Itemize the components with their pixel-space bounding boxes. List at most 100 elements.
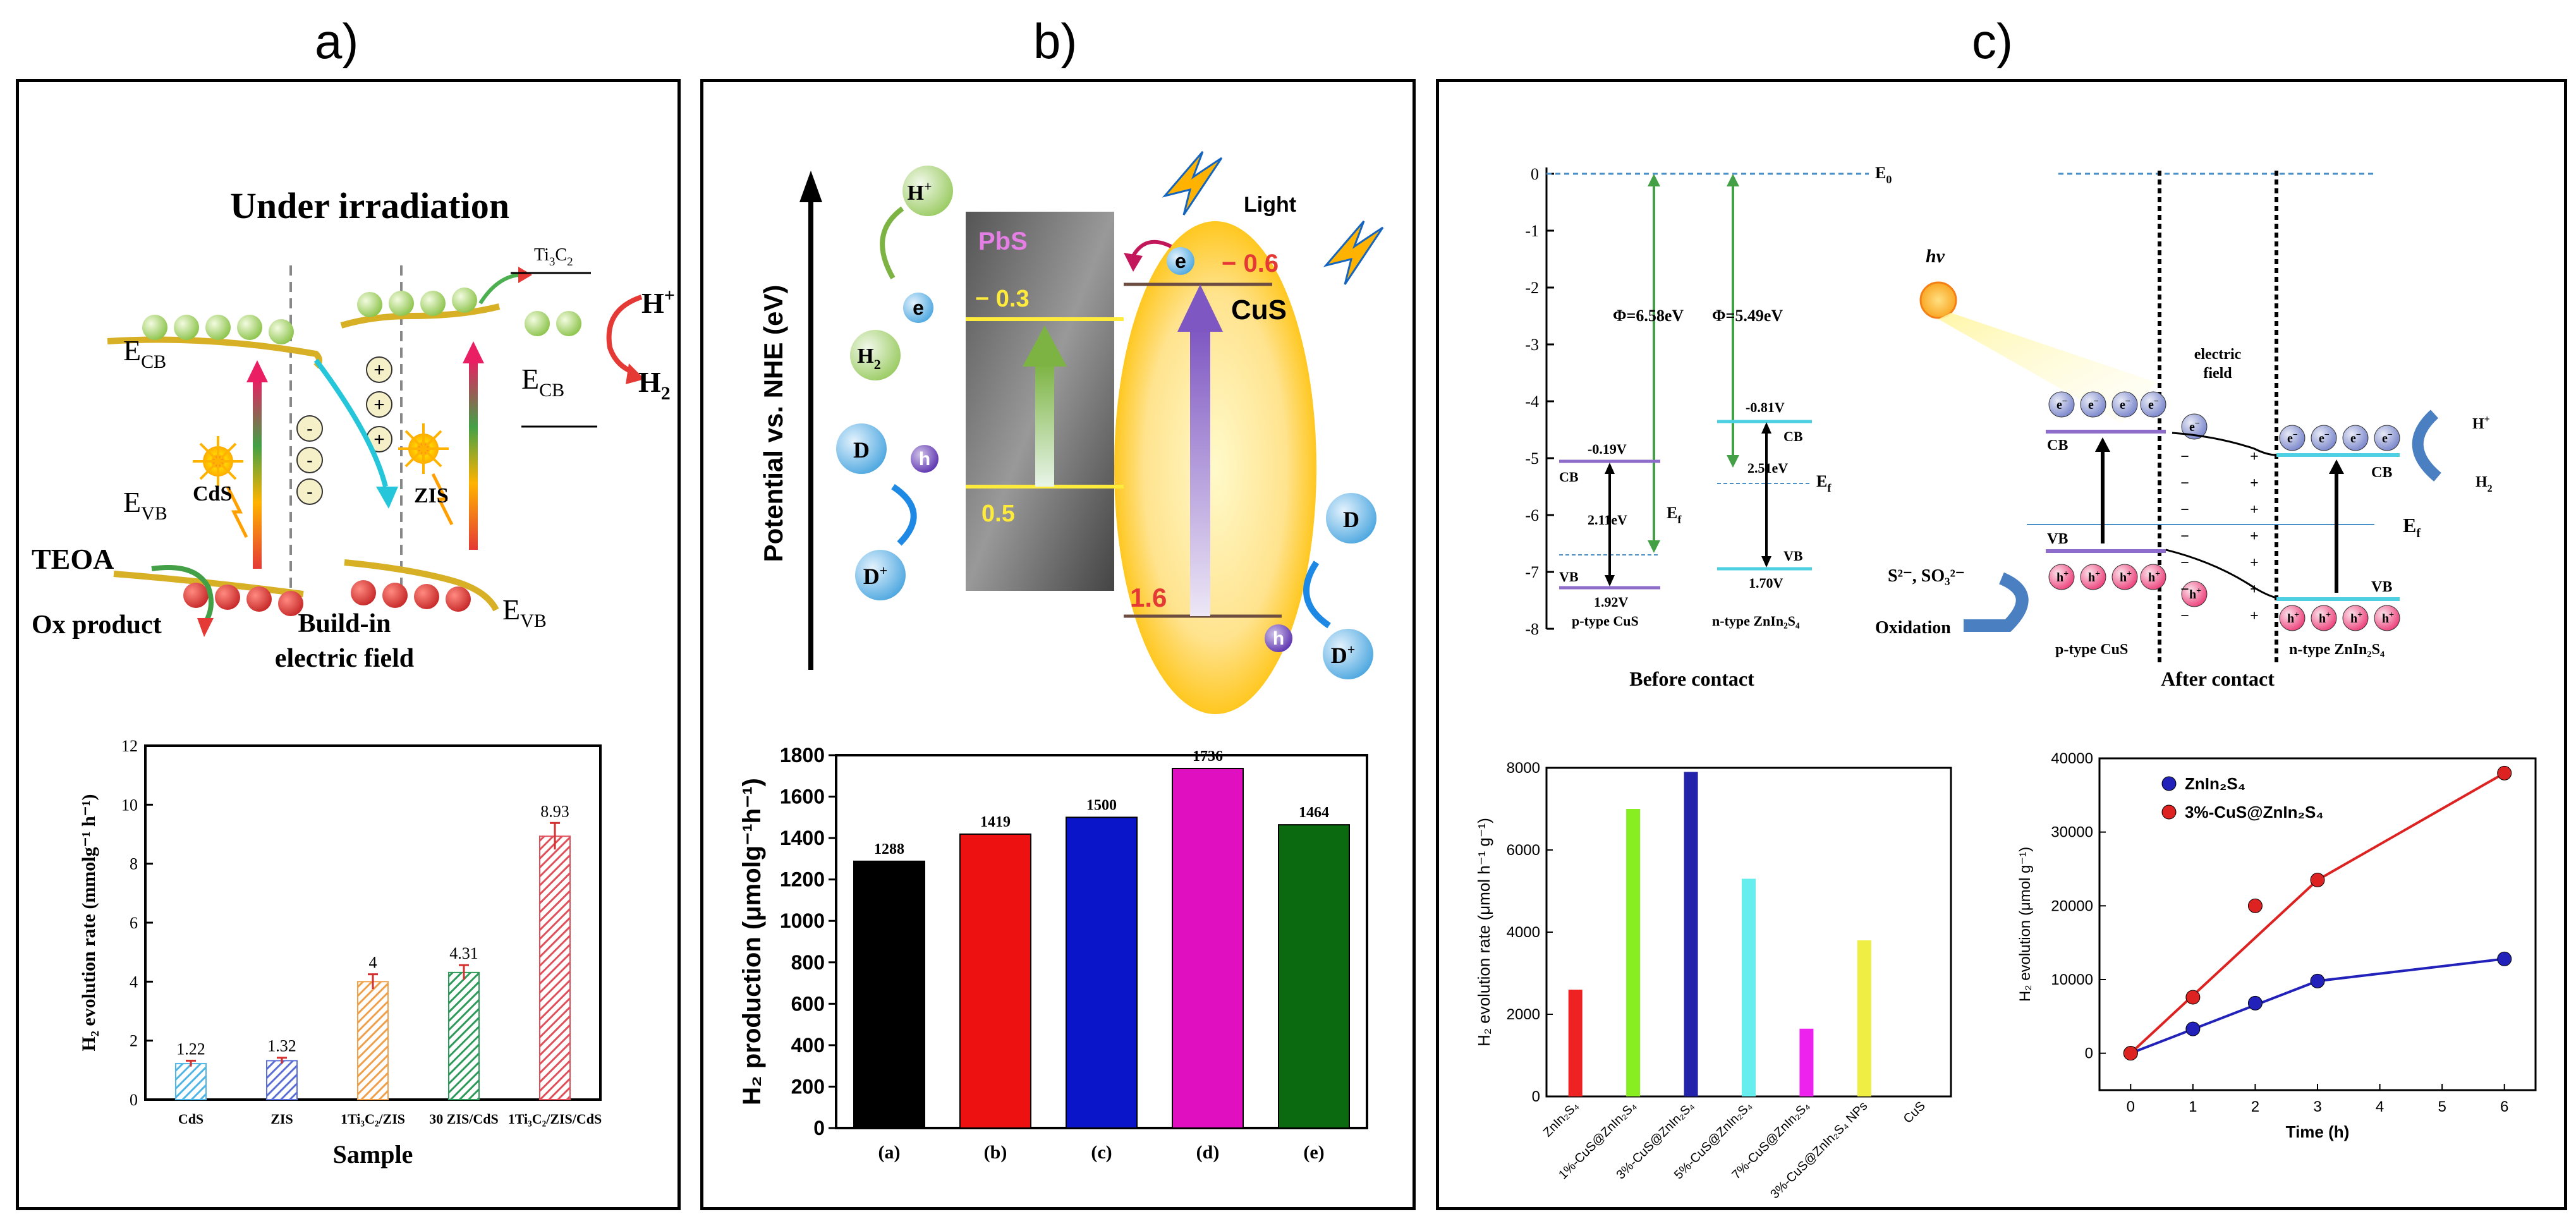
hplus-label: H+: [641, 285, 675, 319]
chart-a-ytick-label: 8: [130, 855, 138, 873]
carrier-label: e−: [2148, 397, 2159, 412]
carrier-ball: [2181, 413, 2208, 440]
chart-c1-bar: [1684, 772, 1698, 1096]
oxidation-label: Oxidation: [1875, 618, 1951, 638]
dplus-molecule-left: [855, 550, 906, 600]
svg-text:-: -: [307, 418, 313, 439]
interface-plus: +: [2250, 528, 2259, 545]
chart-b-value-label: 1419: [980, 814, 1011, 830]
carrier-ball: [2080, 391, 2106, 418]
phi-cus-label: Φ=6.58eV: [1613, 306, 1684, 325]
chart-a-value-label: 4: [369, 954, 377, 972]
chart-a-value-label: 4.31: [449, 944, 478, 962]
carrier-ball: [2181, 581, 2208, 607]
svg-text:1.92V: 1.92V: [1594, 594, 1629, 610]
chart-c1-category-label: ZnIn₂S₄: [1541, 1099, 1582, 1140]
chart-c1-ytick-label: 2000: [1507, 1006, 1540, 1023]
chart-c1-bar: [1626, 809, 1641, 1096]
chart-c2-ytick-label: 40000: [2051, 750, 2093, 767]
chart-b-category-label: (a): [878, 1142, 901, 1163]
interface-minus: −: [2180, 475, 2189, 492]
ti3c2-label: Ti3C2: [534, 245, 573, 269]
cds-label: CdS: [193, 482, 232, 506]
hv-label: hν: [1926, 246, 1945, 267]
chart-b: 0200400600800100012001400160018001288(a)…: [738, 744, 1368, 1163]
svg-text:D: D: [853, 437, 870, 463]
chart-a-value-label: 1.32: [267, 1037, 296, 1055]
h2-text: H2: [857, 344, 880, 372]
carrier-ball: [2342, 605, 2369, 631]
interface-minus: −: [2180, 581, 2189, 598]
field-label-1: electric: [2194, 346, 2242, 363]
chart-a-bar: [539, 835, 571, 1101]
carrier-ball: [2048, 564, 2075, 590]
chart-a-bar: [357, 981, 389, 1101]
chart-b-ytick-label: 0: [813, 1117, 825, 1139]
cus-vb-value: 1.6: [1130, 583, 1167, 612]
chart-a-ytick-label: 12: [121, 737, 138, 755]
carrier-label: h+: [2057, 569, 2069, 585]
before-axis-tick-label: -2: [1525, 279, 1539, 297]
chart-c2-legend-label: 3%-CuS@ZnIn₂S₄: [2185, 803, 2324, 822]
cds-excitation-arrow: [253, 379, 262, 569]
d-molecule-left: [836, 423, 887, 474]
chart-b-bar: [959, 833, 1031, 1129]
svg-text:-: -: [307, 450, 313, 471]
zis-holes: [351, 580, 471, 612]
sulfide-label: S²⁻, SO₃²⁻: [1888, 566, 1965, 586]
svg-text:D: D: [1343, 507, 1359, 532]
zis-holes-after: h+h+h+h+: [2279, 605, 2400, 631]
carrier-ball: [2279, 605, 2306, 631]
chart-a-value-label: 8.93: [540, 802, 569, 820]
interface-minus: −: [2180, 502, 2189, 518]
cus-cb-value: − 0.6: [1222, 250, 1279, 277]
field-charges: - - - + + +: [296, 356, 392, 505]
chart-b-ytick-label: 1200: [780, 868, 825, 891]
chart-c2-xtick-label: 0: [2127, 1098, 2135, 1115]
d-molecule-right: [1326, 493, 1376, 543]
hplus-text: H+: [908, 178, 932, 205]
chart-c2-xtick-label: 2: [2251, 1098, 2259, 1115]
panel-a-letter: a): [315, 13, 359, 69]
carrier-label: h+: [2382, 610, 2394, 626]
carrier-ball: [2048, 391, 2075, 418]
carrier-ball: [2111, 564, 2138, 590]
svg-text:h: h: [919, 449, 930, 470]
zis-to-ti3c2-arrow: [478, 273, 519, 305]
svg-text:-: -: [307, 482, 313, 502]
svg-text:2.11eV: 2.11eV: [1588, 512, 1627, 528]
carrier-ball: [2080, 564, 2106, 590]
panel-b: Potential vs. NHE (eV) PbS − 0.3 0.5 − 0…: [700, 79, 1416, 1210]
chart-a-ytick-label: 6: [130, 914, 138, 932]
svg-text:VB: VB: [2371, 579, 2392, 595]
pbs-electron: [903, 293, 933, 323]
chart-a-category-label: 30 ZIS/CdS: [429, 1111, 498, 1127]
chart-a-category-label: CdS: [178, 1111, 204, 1127]
chart-b-bar: [853, 860, 925, 1129]
electron-transfer-arrow: [313, 358, 388, 487]
chart-a: 0246810121.22CdS1.32ZIS41Ti₃C₂/ZIS4.3130…: [78, 737, 602, 1168]
svg-text:H+: H+: [2472, 414, 2490, 432]
chart-b-category-label: (b): [984, 1142, 1007, 1163]
svg-text:Ef: Ef: [1816, 472, 1832, 494]
chart-c2-xtick-label: 6: [2500, 1098, 2508, 1115]
chart-c2-point: [2185, 990, 2201, 1005]
carrier-label: e−: [2382, 430, 2393, 446]
panel-b-svg: Potential vs. NHE (eV) PbS − 0.3 0.5 − 0…: [738, 151, 1384, 1163]
chart-c1-ylabel: H₂ evolution rate (μmol h⁻¹ g⁻¹): [1474, 818, 1493, 1047]
chart-b-value-label: 1500: [1086, 797, 1117, 813]
zis-name-after: n-type ZnIn₂S₄: [2289, 641, 2385, 658]
oxidation-arrow: [1964, 572, 2029, 632]
d-oxidation-arrow-left: [891, 483, 917, 546]
chart-b-ytick-label: 1400: [780, 827, 825, 849]
svg-text:2.51eV: 2.51eV: [1747, 460, 1788, 476]
carrier-label: h+: [2287, 610, 2299, 626]
before-axis-tick-label: -5: [1525, 449, 1539, 468]
h2-evolution-arrow: [2412, 410, 2441, 482]
svg-text:CB: CB: [1559, 469, 1579, 485]
chart-a-category-label: ZIS: [270, 1111, 293, 1127]
chart-b-bar: [1172, 767, 1244, 1129]
chart-c2-xtick-label: 4: [2376, 1098, 2384, 1115]
chart-c1-bar: [1568, 990, 1583, 1096]
